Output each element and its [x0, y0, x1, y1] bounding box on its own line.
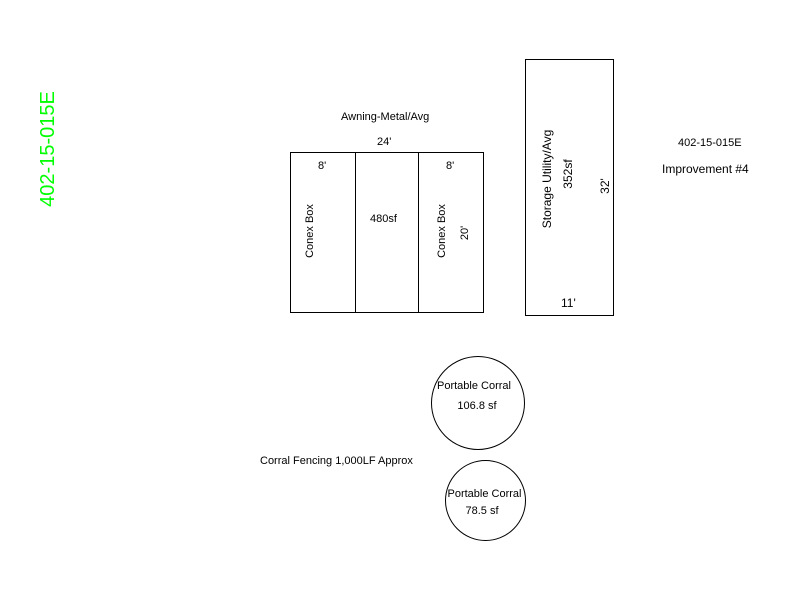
conex-left-width-dim: 8'	[318, 160, 327, 172]
conex-box-left	[290, 152, 356, 313]
improvement-label: Improvement #4	[662, 162, 749, 176]
awning-outline	[290, 152, 484, 313]
corral-2-area: 78.5 sf	[465, 505, 499, 517]
conex-right-width-dim: 8'	[446, 160, 455, 172]
storage-label: Storage Utility/Avg	[540, 129, 554, 229]
awning-label: Awning-Metal/Avg	[341, 111, 430, 123]
corral-1-area: 106.8 sf	[457, 400, 497, 412]
storage-utility-outline	[525, 59, 614, 316]
portable-corral-1	[431, 356, 525, 450]
storage-length-dim: 32'	[598, 178, 612, 194]
conex-right-length-dim: 20'	[459, 225, 471, 241]
conex-left-label: Conex Box	[304, 204, 316, 258]
corral-1-label: Portable Corral	[437, 380, 511, 392]
storage-width-dim: 11'	[561, 296, 576, 310]
portable-corral-2	[445, 460, 526, 541]
corral-fencing-label: Corral Fencing 1,000LF Approx	[260, 455, 413, 467]
parcel-id: 402-15-015E	[678, 137, 742, 149]
parcel-id-vertical: 402-15-015E	[37, 91, 59, 207]
awning-width-dim: 24'	[377, 136, 392, 148]
corral-2-label: Portable Corral	[447, 488, 522, 500]
conex-right-label: Conex Box	[436, 204, 448, 258]
awning-area: 480sf	[370, 213, 397, 225]
conex-box-right	[418, 152, 484, 313]
storage-area: 352sf	[561, 159, 575, 189]
